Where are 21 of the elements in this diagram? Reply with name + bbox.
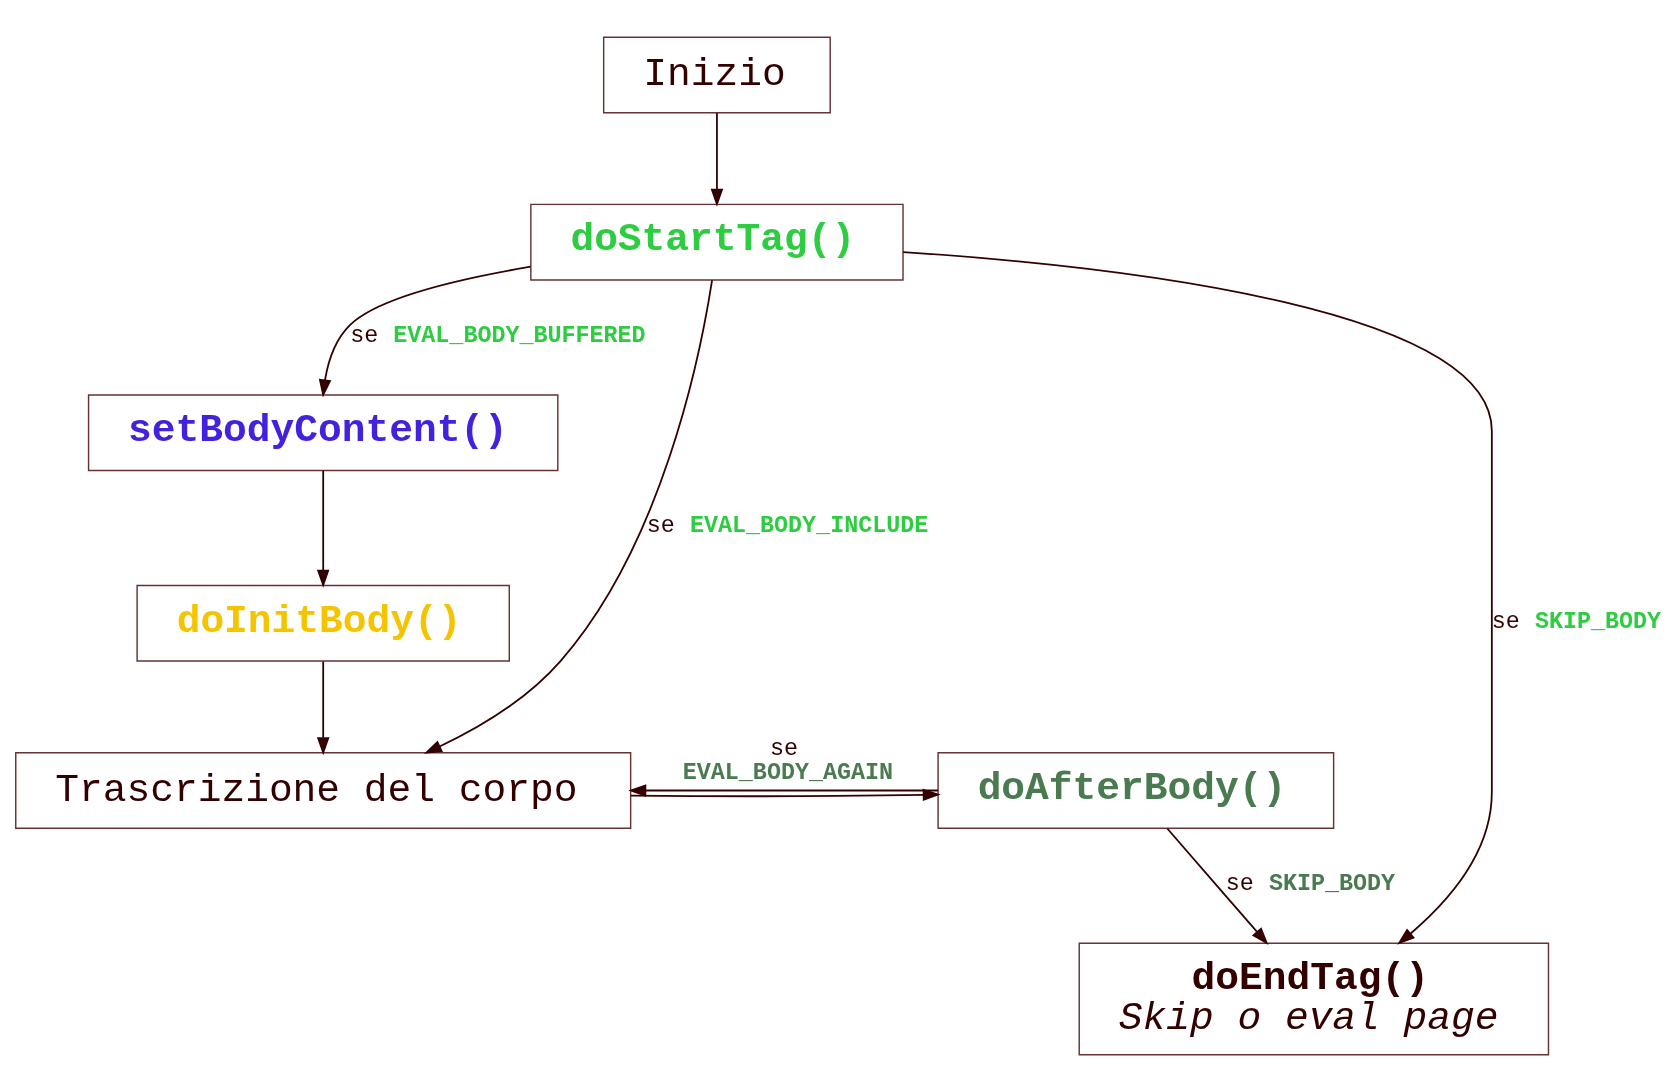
- arrow: [710, 112, 724, 207]
- arrow: [902, 251, 1493, 945]
- edge-label: se SKIP_BODY: [1491, 608, 1662, 635]
- edge-label: se EVAL_BODY_AGAIN: [682, 736, 894, 786]
- node-box: Trascrizione del corpo: [15, 752, 632, 829]
- edge-label: se EVAL_BODY_BUFFERED: [350, 322, 646, 349]
- arrow: [316, 660, 330, 756]
- node-box: doEndTag() Skip o eval page: [1078, 942, 1550, 1056]
- node-box: setBodyContent(): [87, 394, 559, 472]
- node-box: Inizio: [602, 36, 831, 114]
- arrow: [629, 788, 941, 802]
- node-box: doInitBody(): [136, 584, 510, 662]
- arrow: [424, 279, 713, 754]
- arrow: [316, 469, 330, 588]
- arrow: [318, 265, 532, 398]
- node-box: doStartTag(): [530, 203, 904, 281]
- edge-label: se SKIP_BODY: [1225, 871, 1396, 898]
- edge-label: se EVAL_BODY_INCLUDE: [646, 513, 929, 540]
- node-box: doAfterBody(): [937, 752, 1335, 829]
- arrow: [1166, 827, 1269, 945]
- arrow: [628, 784, 939, 797]
